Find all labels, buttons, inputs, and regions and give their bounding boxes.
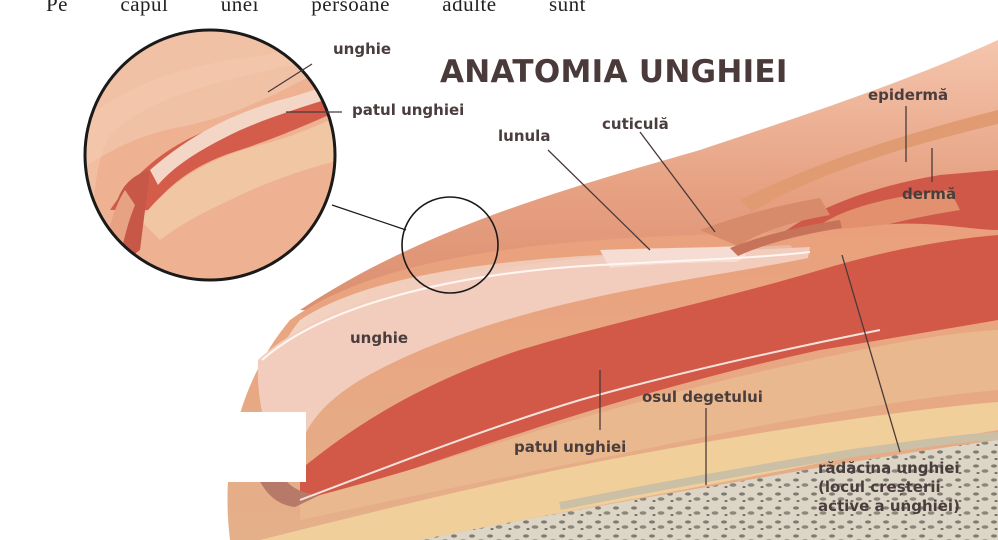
label-cuticle: cuticulă — [602, 115, 669, 134]
tip-cutout — [214, 412, 306, 482]
diagram-title: ANATOMIA UNGHIEI — [440, 54, 788, 90]
label-epidermis: epidermă — [868, 86, 948, 105]
label-nail-bed: patul unghiei — [514, 438, 626, 457]
label-nail: unghie — [350, 329, 408, 348]
label-finger-bone: osul degetului — [642, 388, 763, 407]
zoom-view — [80, 25, 340, 285]
label-zoom-nail-bed: patul unghiei — [352, 101, 464, 120]
label-nail-root: rădăcina unghiei (locul creșterii active… — [818, 459, 960, 516]
zoom-connector — [332, 205, 406, 230]
label-lunula: lunula — [498, 127, 550, 146]
label-zoom-nail: unghie — [333, 40, 391, 59]
label-dermis: dermă — [902, 185, 956, 204]
